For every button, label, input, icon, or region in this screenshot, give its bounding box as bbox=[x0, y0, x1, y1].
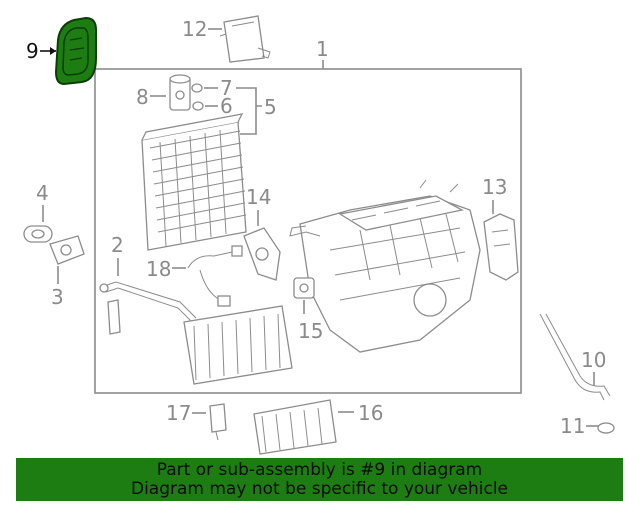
hvac-case bbox=[289, 179, 481, 353]
callout-9[interactable]: 9 bbox=[26, 39, 39, 63]
part-7-oring bbox=[191, 83, 203, 93]
callout-10[interactable]: 10 bbox=[581, 348, 606, 372]
part-2-pipe bbox=[99, 281, 197, 335]
callout-3[interactable]: 3 bbox=[51, 285, 64, 309]
callout-1[interactable]: 1 bbox=[316, 37, 329, 61]
heater-core bbox=[183, 305, 293, 385]
part-9-highlighted[interactable] bbox=[54, 16, 97, 86]
part-18-harness bbox=[187, 245, 243, 307]
bracket-5 bbox=[236, 87, 262, 135]
callout-13[interactable]: 13 bbox=[482, 175, 507, 199]
part-15-actuator bbox=[293, 277, 315, 299]
part-6-oring bbox=[192, 101, 204, 111]
arrow-9 bbox=[50, 47, 56, 55]
footer-line-part: Part or sub-assembly is #9 in diagram bbox=[156, 460, 483, 480]
part-3-plate bbox=[49, 235, 85, 265]
part-10-hose bbox=[539, 313, 611, 401]
part-4-seal bbox=[23, 225, 53, 243]
part-12-module bbox=[219, 15, 271, 63]
callout-18[interactable]: 18 bbox=[146, 257, 171, 281]
part-14-actuator bbox=[243, 227, 281, 281]
part-8-valve bbox=[169, 74, 191, 111]
diagram-note-banner: Part or sub-assembly is #9 in diagram Di… bbox=[16, 458, 623, 501]
evaporator-core bbox=[141, 113, 247, 251]
callout-11[interactable]: 11 bbox=[560, 414, 585, 438]
callout-14[interactable]: 14 bbox=[246, 185, 271, 209]
callout-7[interactable]: 7 bbox=[220, 76, 233, 100]
callout-16[interactable]: 16 bbox=[358, 401, 383, 425]
part-17-sensor bbox=[209, 403, 227, 441]
callout-4[interactable]: 4 bbox=[36, 181, 49, 205]
callout-17[interactable]: 17 bbox=[166, 401, 191, 425]
callout-8[interactable]: 8 bbox=[136, 85, 149, 109]
footer-line-disclaimer: Diagram may not be specific to your vehi… bbox=[130, 479, 508, 499]
part-13-actuator bbox=[483, 213, 519, 281]
part-16-filter bbox=[253, 399, 337, 455]
part-11-grommet bbox=[597, 422, 615, 434]
assembly-frame bbox=[94, 68, 522, 394]
callout-15[interactable]: 15 bbox=[298, 319, 323, 343]
callout-6[interactable]: 6 bbox=[220, 94, 233, 118]
callout-5[interactable]: 5 bbox=[264, 95, 277, 119]
parts-diagram: 9 12 1 8 7 6 5 4 bbox=[23, 15, 615, 455]
callout-12[interactable]: 12 bbox=[182, 17, 207, 41]
callout-2[interactable]: 2 bbox=[111, 233, 124, 257]
